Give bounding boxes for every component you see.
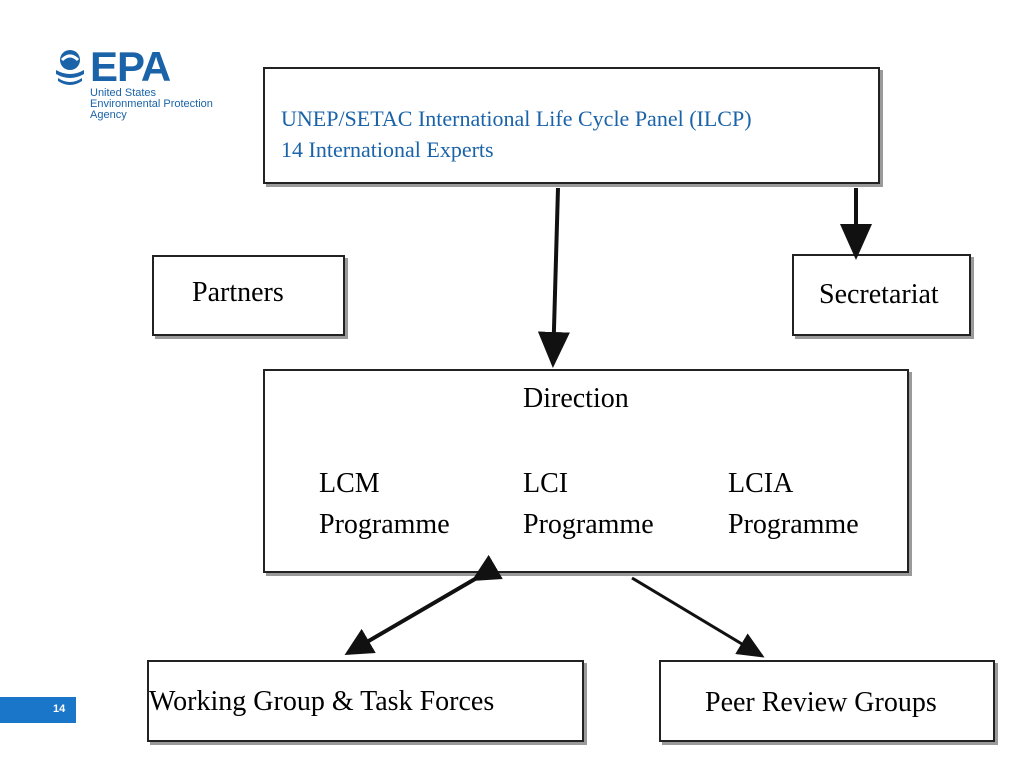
ilcp-panel-box: UNEP/SETAC International Life Cycle Pane… <box>263 67 880 184</box>
programme-name: LCI <box>523 468 569 499</box>
epa-line-2: Environmental Protection <box>90 98 213 110</box>
working-group-label: Working Group & Task Forces <box>149 686 495 717</box>
programme-type: Programme <box>523 509 654 540</box>
page-number-tab: 14 <box>0 697 76 723</box>
epa-logo: EPA United States Environmental Protecti… <box>52 43 252 128</box>
page-number: 14 <box>53 703 66 715</box>
direction-box: Direction LCM Programme LCI Programme LC… <box>263 369 909 573</box>
programme-name: LCIA <box>728 468 794 499</box>
lcm-programme: LCM Programme <box>319 463 450 545</box>
peer-review-label: Peer Review Groups <box>705 687 937 718</box>
lcia-programme: LCIA Programme <box>728 463 859 545</box>
partners-label: Partners <box>192 277 284 308</box>
epa-flower-icon <box>56 50 84 85</box>
secretariat-box: Secretariat <box>792 254 971 336</box>
peer-review-box: Peer Review Groups <box>659 660 995 742</box>
programme-type: Programme <box>728 509 859 540</box>
partners-box: Partners <box>152 255 345 336</box>
epa-line-1: United States <box>90 87 157 99</box>
secretariat-label: Secretariat <box>819 279 939 310</box>
ilcp-panel-title: UNEP/SETAC International Life Cycle Pane… <box>281 106 752 131</box>
direction-title: Direction <box>523 383 629 414</box>
lci-programme: LCI Programme <box>523 463 654 545</box>
epa-agency-name: United States Environmental Protection A… <box>90 88 213 121</box>
working-group-box: Working Group & Task Forces <box>147 660 584 742</box>
ilcp-panel-subtitle: 14 International Experts <box>281 137 494 162</box>
programme-type: Programme <box>319 509 450 540</box>
arrow-direction-working-group <box>344 554 503 656</box>
arrow-panel-to-direction <box>537 187 570 368</box>
epa-wordmark: EPA <box>90 43 171 90</box>
programme-name: LCM <box>319 468 380 499</box>
epa-line-3: Agency <box>90 109 127 121</box>
arrow-direction-to-peer-review <box>631 576 765 658</box>
